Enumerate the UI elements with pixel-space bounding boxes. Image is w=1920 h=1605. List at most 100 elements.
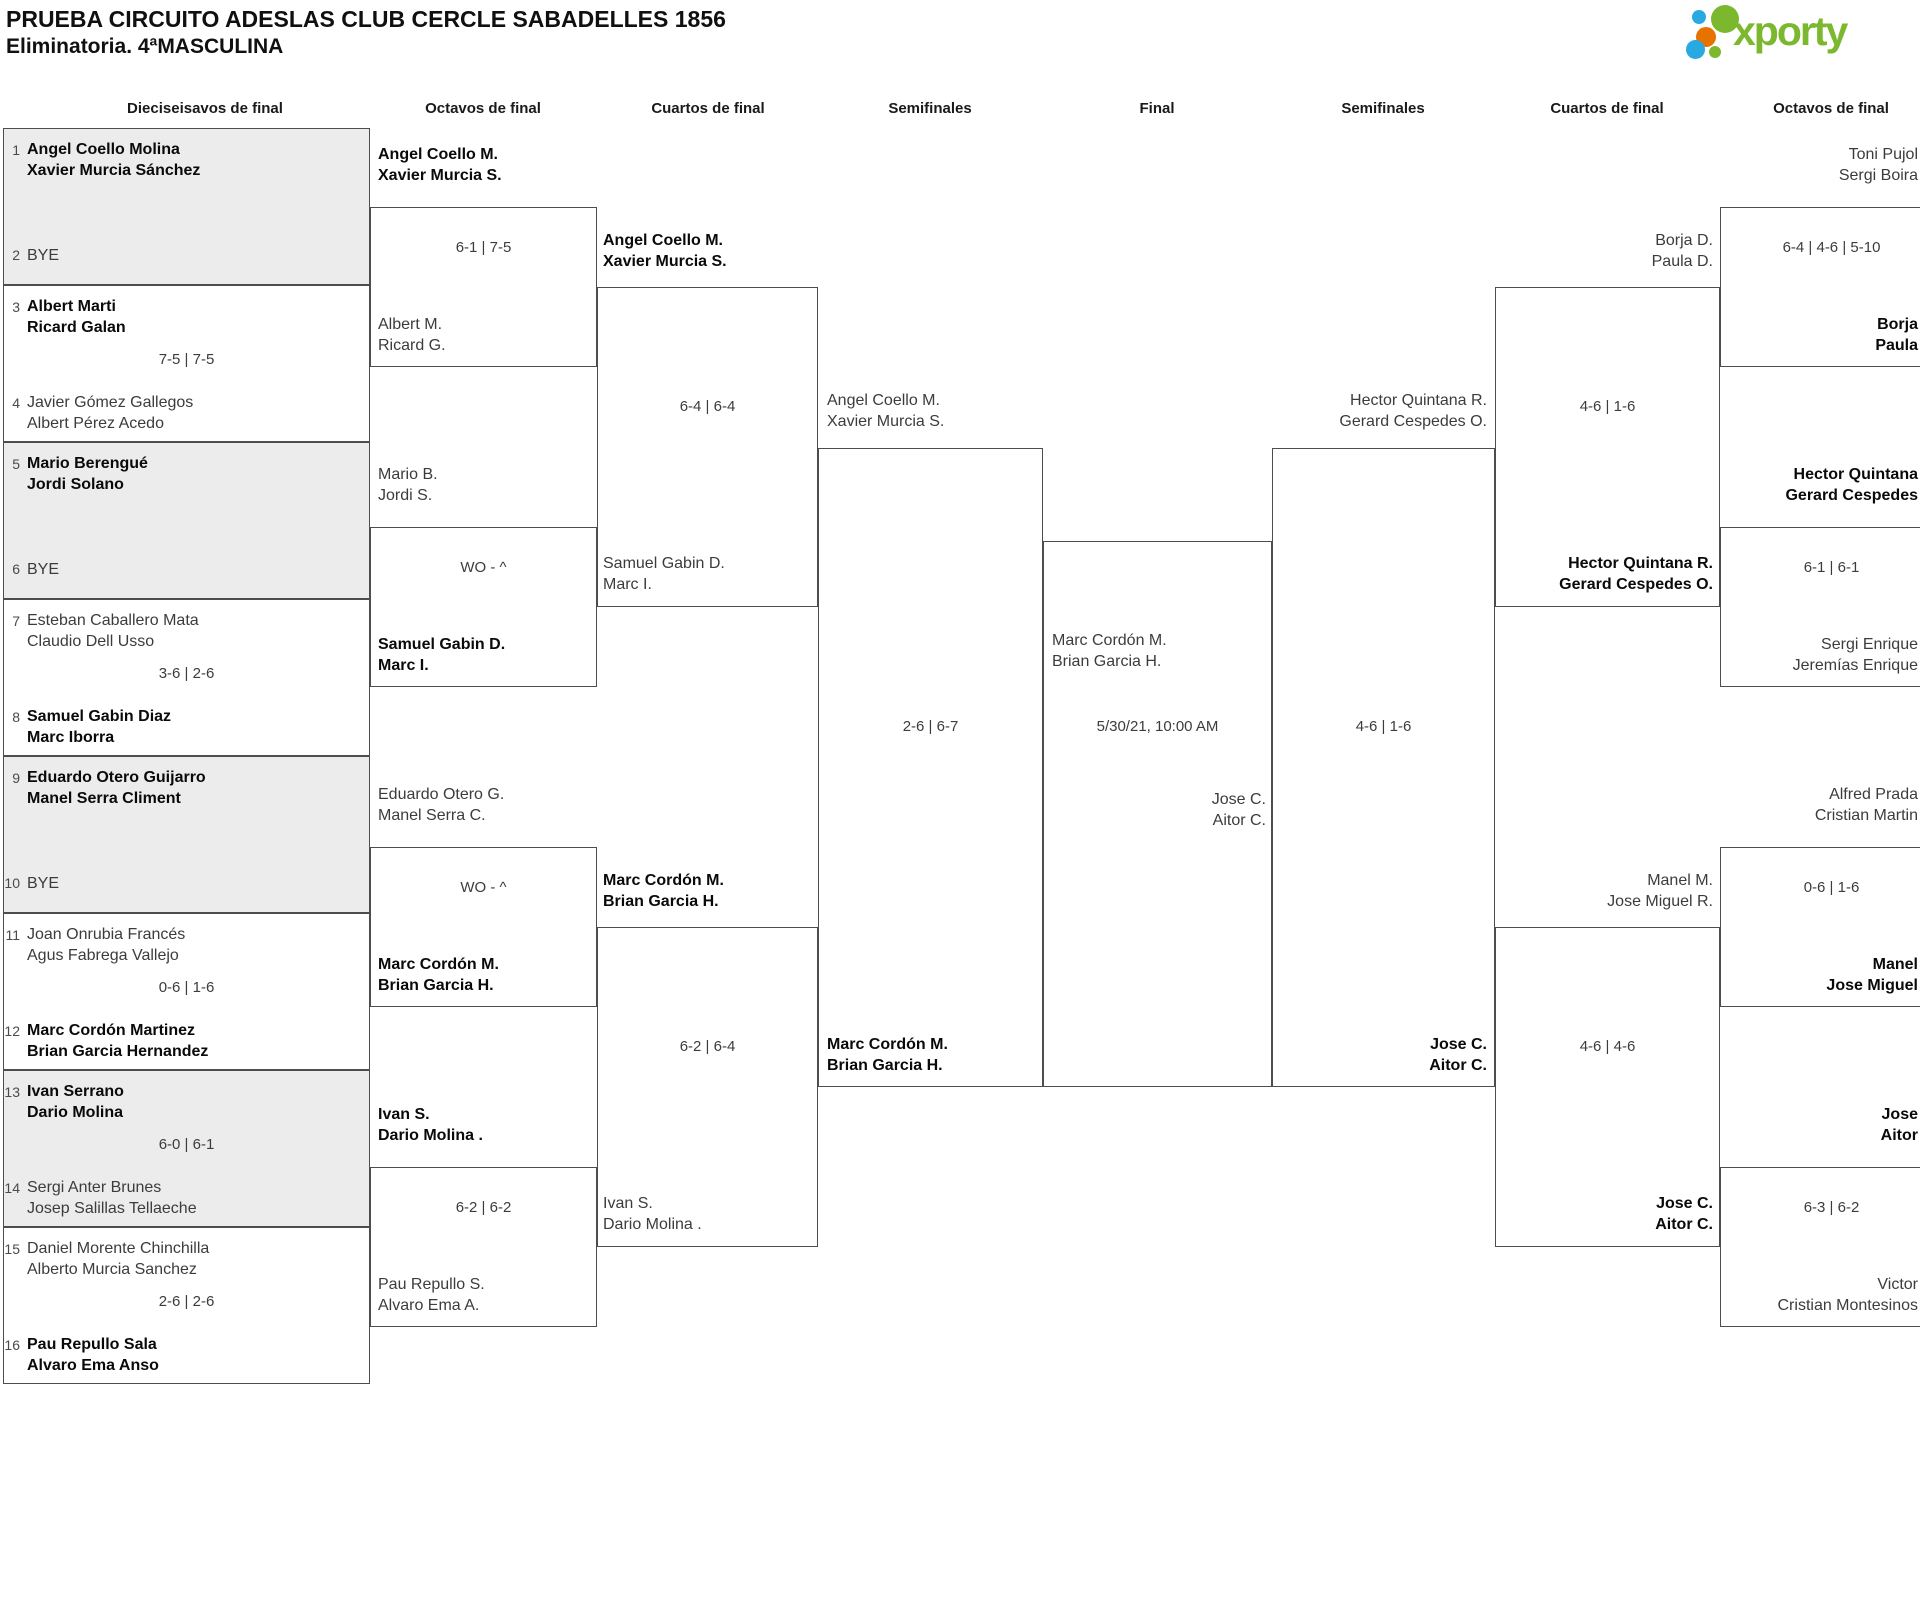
match-box-octavos-left-4[interactable] — [370, 1167, 597, 1327]
round-header-semis-right: Semifinales — [1341, 100, 1425, 117]
match-box-octavos-left-2[interactable] — [370, 527, 597, 687]
team-name: Jose C.Aitor C. — [1429, 1034, 1487, 1076]
player-line: Alvaro Ema A. — [378, 1297, 480, 1314]
match-box-cuartos-left-2[interactable] — [597, 927, 818, 1247]
match-score: 6-2 | 6-4 — [679, 1038, 736, 1055]
match-score: WO - ^ — [460, 879, 507, 896]
match-box-final[interactable] — [1043, 541, 1272, 1087]
team-name: Angel Coello M. Xavier Murcia S. — [827, 390, 944, 432]
match-box-dieciseisavos-4[interactable] — [3, 599, 370, 756]
player-line: Angel Coello M. — [603, 232, 723, 249]
player-line: Gerard Cespedes O. — [1559, 576, 1713, 593]
match-box-cuartos-right-2[interactable] — [1495, 927, 1720, 1247]
match-box-octavos-left-1[interactable] — [370, 207, 597, 367]
match-score: 6-2 | 6-2 — [455, 1199, 512, 1216]
xporty-logo[interactable]: xporty — [1676, 4, 1918, 66]
match-schedule: 5/30/21, 10:00 AM — [1096, 718, 1219, 735]
team-name: Marc Cordón M.Brian Garcia H. — [827, 1034, 948, 1076]
player-line: Claudio Dell Usso — [27, 633, 155, 650]
match-box-octavos-right-4[interactable] — [1720, 1167, 1920, 1327]
player-line: Cristian Martin — [1814, 807, 1918, 824]
player-line: Sergi Enrique — [1821, 636, 1918, 653]
team-name: Marc Cordón M.Brian Garcia H. — [1052, 630, 1167, 672]
match-box-cuartos-left-1[interactable] — [597, 287, 818, 607]
player-line: Angel Coello M. — [827, 392, 940, 409]
match-box-semifinal-right[interactable] — [1272, 448, 1495, 1087]
seed-number: 13 — [4, 1084, 20, 1100]
team-name-bye: BYE — [27, 245, 59, 266]
player-line: Paula D. — [1651, 253, 1713, 270]
player-line: Ricard G. — [378, 337, 446, 354]
player-line: Jordi S. — [378, 487, 433, 504]
match-box-cuartos-right-1[interactable] — [1495, 287, 1720, 607]
match-score: 7-5 | 7-5 — [158, 351, 215, 368]
team-name: Jose C.Aitor C. — [1212, 789, 1266, 831]
seed-number: 16 — [4, 1337, 20, 1353]
team-name: Manel M.Jose Miguel R. — [1607, 870, 1713, 912]
player-line: Borja D. — [1655, 232, 1713, 249]
match-box-dieciseisavos-7[interactable] — [3, 1070, 370, 1227]
player-line: Xavier Murcia S. — [827, 413, 945, 430]
player-line: Josep Salillas Tellaeche — [27, 1200, 197, 1217]
player-line: Xavier Murcia S. — [378, 167, 502, 184]
match-box-octavos-right-3[interactable] — [1720, 847, 1920, 1007]
player-line: Jose C. — [1656, 1195, 1713, 1212]
match-box-dieciseisavos-6[interactable] — [3, 913, 370, 1070]
player-line: Marc Iborra — [27, 729, 115, 746]
match-box-dieciseisavos-8[interactable] — [3, 1227, 370, 1384]
match-box-octavos-right-1[interactable] — [1720, 207, 1920, 367]
player-line: Sergi Boira — [1838, 167, 1918, 184]
player-line: Cristian Montesinos — [1777, 1297, 1919, 1314]
player-line: Sergi Anter Brunes — [27, 1179, 162, 1196]
seed-number: 2 — [12, 247, 20, 263]
player-line: Esteban Caballero Mata — [27, 612, 199, 629]
team-name: Samuel Gabin D.Marc I. — [603, 553, 725, 595]
player-line: Brian Garcia Hernandez — [27, 1043, 209, 1060]
match-box-octavos-right-2[interactable] — [1720, 527, 1920, 687]
team-name: Eduardo Otero G.Manel Serra C. — [378, 784, 504, 826]
match-box-dieciseisavos-3[interactable] — [3, 442, 370, 599]
player-line: Alfred Prada — [1829, 786, 1918, 803]
player-line: Manel Serra C. — [378, 807, 486, 824]
match-box-semifinal-left[interactable] — [818, 448, 1043, 1087]
player-line: Samuel Gabin Diaz — [27, 708, 172, 725]
player-line: Jeremías Enrique — [1792, 657, 1918, 674]
seed-number: 8 — [12, 709, 20, 725]
team-name: Angel Coello M.Xavier Murcia S. — [603, 230, 727, 272]
match-score: 3-6 | 2-6 — [158, 665, 215, 682]
player-line: Angel Coello Molina — [27, 141, 180, 158]
seed-number: 4 — [12, 395, 20, 411]
player-line: BYE — [27, 561, 60, 578]
player-line: Brian Garcia H. — [603, 893, 719, 910]
match-box-dieciseisavos-5[interactable] — [3, 756, 370, 913]
player-line: Brian Garcia H. — [827, 1057, 943, 1074]
team-name-bye: BYE — [27, 559, 59, 580]
player-line: Jose — [1881, 1106, 1918, 1123]
player-line: BYE — [27, 875, 60, 892]
match-box-dieciseisavos-1[interactable] — [3, 128, 370, 285]
match-score: 4-6 | 4-6 — [1579, 1038, 1636, 1055]
page-subtitle: Eliminatoria. 4ªMASCULINA — [6, 35, 284, 58]
xporty-logo-text: xporty — [1733, 8, 1848, 54]
team-name: Albert M.Ricard G. — [378, 314, 446, 356]
player-line: Toni Pujol — [1848, 146, 1918, 163]
logo-dot-blue-medium-icon — [1686, 40, 1705, 59]
logo-dot-green-big-icon — [1711, 5, 1739, 33]
seed-number: 1 — [12, 142, 20, 158]
match-box-dieciseisavos-2[interactable] — [3, 285, 370, 442]
player-line: BYE — [27, 247, 60, 264]
player-line: Albert Marti — [27, 298, 116, 315]
round-header-octavos-right: Octavos de final — [1773, 100, 1889, 117]
match-box-octavos-left-3[interactable] — [370, 847, 597, 1007]
team-name: Samuel Gabin D.Marc I. — [378, 634, 505, 676]
